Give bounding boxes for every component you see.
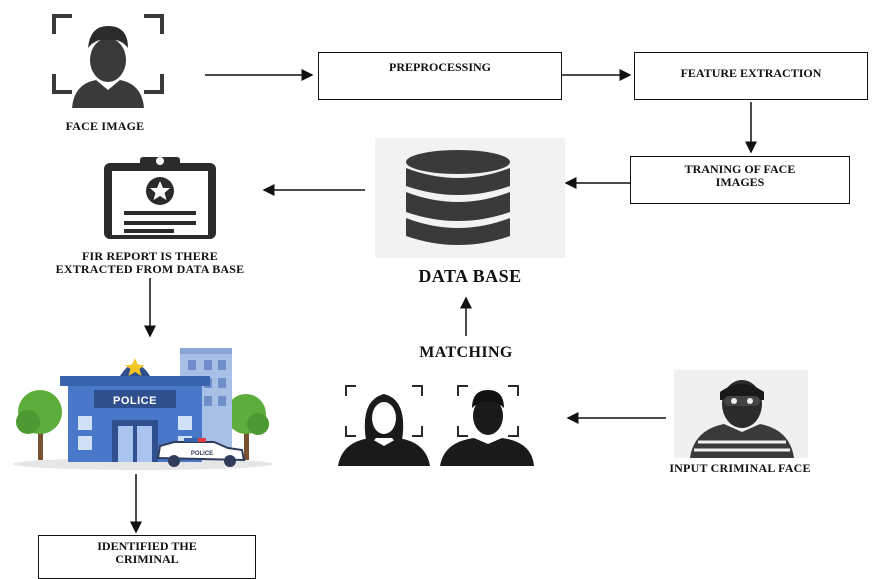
identified-label: IDENTIFIED THE CRIMINAL (97, 539, 197, 566)
masked-criminal-icon (690, 380, 794, 458)
face-image-label: FACE IMAGE (65, 119, 145, 133)
fir-report-label-line2: EXTRACTED FROM DATA BASE (55, 262, 245, 276)
clipboard-report-icon (104, 157, 216, 239)
training-box: TRANING OF FACE IMAGES (630, 156, 850, 204)
police-station-icon: POLICE POLICE (13, 348, 273, 470)
face-scan-icon (52, 14, 164, 108)
feature-extraction-box: FEATURE EXTRACTION (634, 52, 868, 100)
preprocessing-box: PREPROCESSING (318, 52, 562, 100)
training-label: TRANING OF FACE IMAGES (684, 162, 796, 189)
fir-report-label-line1: FIR REPORT IS THERE (82, 249, 218, 263)
database-label: DATA BASE (418, 266, 522, 286)
feature-extraction-label: FEATURE EXTRACTION (680, 66, 822, 80)
female-face-icon (338, 385, 430, 466)
matching-label: MATCHING (419, 344, 513, 361)
preprocessing-label: PREPROCESSING (388, 60, 492, 74)
identified-box: IDENTIFIED THE CRIMINAL (38, 535, 256, 579)
police-car-text: POLICE (191, 451, 213, 457)
database-icon (406, 150, 510, 245)
police-sign-text: POLICE (113, 395, 157, 407)
input-criminal-label: INPUT CRIMINAL FACE (669, 461, 811, 475)
male-face-icon (440, 385, 534, 466)
